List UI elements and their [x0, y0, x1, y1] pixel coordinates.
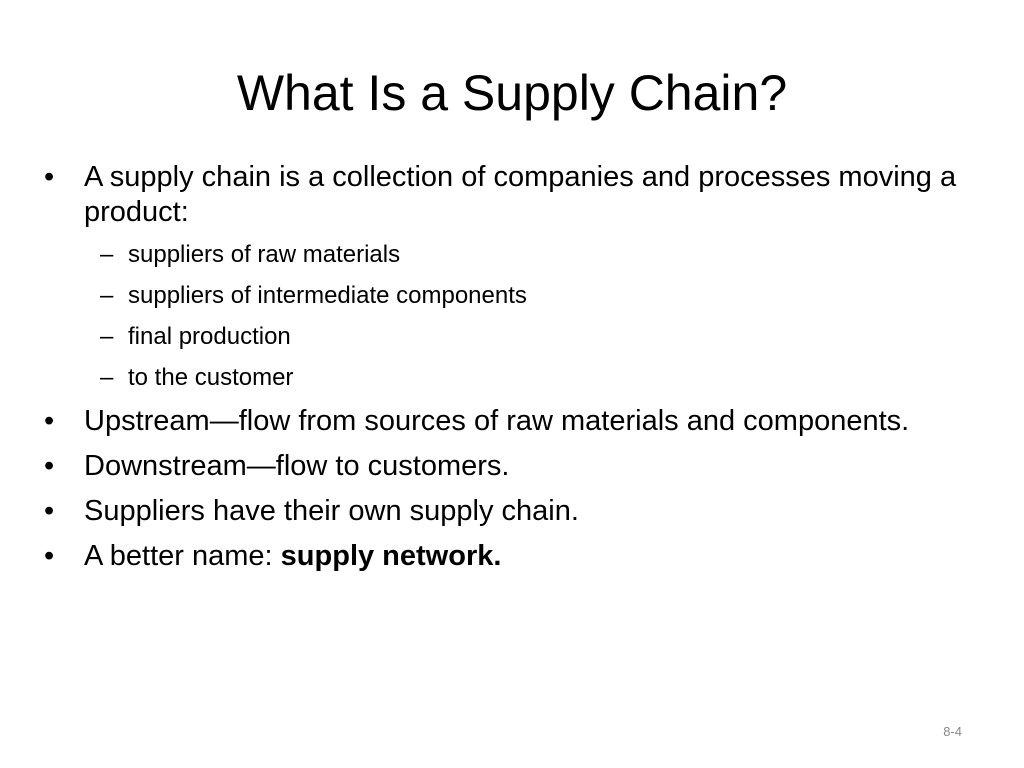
sub-item: – final production [44, 322, 994, 352]
bullet-item: • Downstream—flow to customers. [44, 449, 994, 484]
sub-list: – suppliers of raw materials – suppliers… [44, 240, 994, 393]
bullet-item: • A better name: supply network. [44, 539, 994, 574]
dash-marker: – [100, 241, 114, 268]
sub-item-text: suppliers of raw materials [128, 241, 401, 268]
sub-item: – to the customer [44, 363, 994, 393]
slide-content: • A supply chain is a collection of comp… [44, 160, 994, 584]
bullet-text: A better name: [84, 540, 281, 572]
dash-marker: – [100, 282, 114, 309]
bullet-item: • Suppliers have their own supply chain. [44, 494, 994, 529]
bullet-text: Suppliers have their own supply chain. [84, 495, 579, 527]
slide-number: 8-4 [943, 724, 962, 739]
bullet-marker: • [44, 161, 55, 193]
sub-item-text: final production [128, 323, 291, 350]
bullet-marker: • [44, 495, 55, 527]
sub-item-text: to the customer [128, 364, 294, 391]
sub-item: – suppliers of intermediate components [44, 281, 994, 311]
bullet-item: • Upstream—flow from sources of raw mate… [44, 404, 994, 439]
sub-item-text: suppliers of intermediate components [128, 282, 527, 309]
bullet-text: Downstream—flow to customers. [84, 450, 510, 482]
bullet-text: Upstream—flow from sources of raw materi… [84, 405, 910, 437]
bullet-marker: • [44, 540, 55, 572]
bullet-text: A supply chain is a collection of compan… [84, 161, 957, 228]
bullet-item: • A supply chain is a collection of comp… [44, 160, 994, 230]
bullet-marker: • [44, 450, 55, 482]
dash-marker: – [100, 364, 114, 391]
bullet-bold-text: supply network. [280, 540, 502, 572]
sub-item: – suppliers of raw materials [44, 240, 994, 270]
bullet-marker: • [44, 405, 55, 437]
slide-title: What Is a Supply Chain? [236, 65, 788, 121]
dash-marker: – [100, 323, 114, 350]
